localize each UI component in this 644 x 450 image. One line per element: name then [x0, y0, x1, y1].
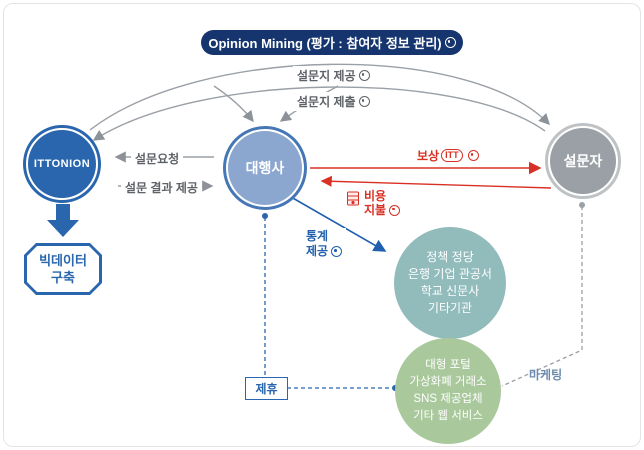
info-icon: [331, 246, 343, 257]
money-icon: [347, 191, 359, 206]
label-statistics: 통계 제공: [302, 228, 347, 260]
statistics-label-line1: 통계: [306, 229, 329, 243]
node-bigdata-badge: 빅데이터 구축: [24, 243, 102, 295]
institutions-line: 기타기관: [427, 301, 473, 315]
edge-arc-branch-left: [213, 85, 254, 123]
info-icon: [358, 96, 370, 107]
label-marketing: 마케팅: [529, 368, 563, 382]
label-survey-submit: 설문지 제출: [293, 92, 374, 111]
bigdata-fat-arrow: [47, 204, 79, 237]
partnership-dot-top: [262, 213, 268, 219]
node-agency-label: 대행사: [245, 160, 285, 176]
statistics-label-line2: 제공: [306, 244, 329, 258]
edge-statistics-line: [290, 196, 387, 252]
edge-survey-submit-arc: [92, 86, 546, 141]
label-survey-request: 설문요청: [131, 149, 184, 168]
frame-border: [3, 3, 641, 447]
node-ittonion: ITTONION: [23, 125, 101, 203]
bigdata-label-line1: 빅데이터: [39, 253, 87, 268]
info-icon: [467, 150, 479, 161]
node-institutions: 정책 정당 은행 기업 관공서 학교 신문사 기타기관: [394, 227, 506, 339]
web-services-line: SNS 제공업체: [413, 393, 483, 405]
node-respondent: 설문자: [545, 123, 621, 199]
node-web-services: 대형 포털 가상화폐 거래소 SNS 제공업체 기타 웹 서비스: [395, 338, 501, 444]
label-reward: 보상 ITT: [413, 146, 483, 165]
web-services-line: 기타 웹 서비스: [413, 410, 483, 422]
institutions-line: 은행 기업 관공서: [408, 267, 492, 281]
label-survey-result: 설문 결과 제공: [121, 178, 202, 197]
label-payment: 비용 지불: [341, 188, 405, 218]
info-icon: [389, 204, 401, 216]
banner: Opinion Mining (평가 : 참여자 정보 관리): [201, 30, 463, 55]
edge-payment-line: [320, 175, 552, 189]
label-survey-provide: 설문지 제공: [293, 66, 374, 85]
institutions-line: 학교 신문사: [420, 284, 480, 298]
web-services-line: 가상화폐 거래소: [409, 376, 487, 388]
node-respondent-label: 설문자: [563, 153, 603, 169]
edge-marketing-line: [501, 206, 583, 387]
partnership-box: 제휴: [245, 377, 288, 400]
info-icon: [358, 70, 370, 81]
banner-title: Opinion Mining (평가 : 참여자 정보 관리): [208, 36, 442, 51]
payment-label-line2: 지불: [364, 203, 387, 217]
node-ittonion-label: ITTONION: [33, 158, 91, 170]
institutions-line: 정책 정당: [426, 250, 474, 264]
marketing-dot-top: [579, 202, 585, 208]
edge-survey-provide-arc: [89, 63, 550, 131]
payment-label-line1: 비용: [364, 189, 387, 203]
itt-token-icon: ITT: [441, 149, 463, 162]
web-services-line: 대형 포털: [425, 359, 471, 371]
node-agency: 대행사: [223, 126, 307, 210]
info-icon: [444, 37, 456, 48]
bigdata-label-line2: 구축: [51, 270, 75, 285]
